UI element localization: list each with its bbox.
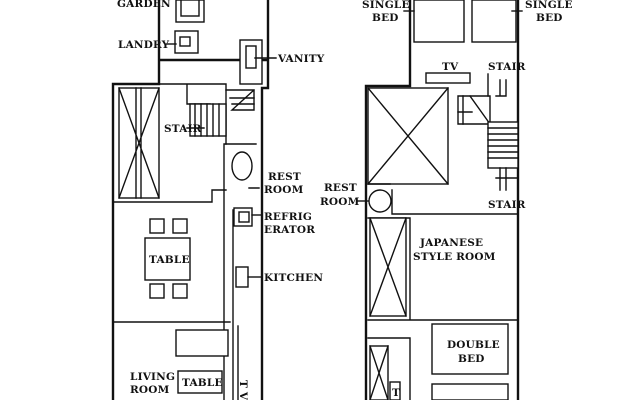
upper-stair-bottom-label: STAIR bbox=[488, 199, 526, 211]
kitchen-stove bbox=[235, 266, 249, 288]
upper-floor-closet-cross bbox=[367, 87, 449, 185]
ground-floor-toilet bbox=[231, 151, 253, 181]
rest-room-label-line2: ROOM bbox=[264, 184, 304, 196]
laundry-machine-inner bbox=[179, 36, 191, 47]
living-room-table bbox=[177, 370, 223, 394]
dining-chair bbox=[172, 283, 188, 299]
rest-room-label-line1: REST bbox=[268, 171, 301, 183]
dining-chair bbox=[149, 218, 165, 234]
garden-fixture-inner bbox=[180, 0, 200, 17]
vanity-label: VANITY bbox=[277, 53, 325, 65]
living-room-sofa bbox=[175, 329, 229, 357]
ground-floor-stair bbox=[186, 89, 255, 137]
garden-label: GARDEN bbox=[117, 0, 171, 10]
rest-room-door bbox=[225, 143, 260, 189]
japanese-room-label-line1: JAPANESE bbox=[419, 237, 483, 249]
laundry-label: LANDRY bbox=[118, 39, 170, 51]
living-room-label-line1: LIVING bbox=[130, 371, 175, 383]
dining-table-label: TABLE bbox=[149, 254, 190, 266]
upper-tv-label: TV bbox=[442, 61, 459, 73]
upper-rest-room-label-line2: ROOM bbox=[320, 196, 360, 208]
dining-chair bbox=[149, 283, 165, 299]
upper-rest-room-label-line1: REST bbox=[324, 182, 357, 194]
refrigerator-label-line1: REFRIG bbox=[264, 211, 312, 223]
ground-floor-outer-wall bbox=[111, 0, 270, 400]
refrigerator-inner bbox=[238, 211, 250, 223]
japanese-room-closet-cross bbox=[369, 217, 407, 317]
single-bed-right-label-line1: SINGLE bbox=[525, 0, 573, 11]
ground-floor-closet-cross bbox=[118, 87, 160, 199]
upper-floor-stair bbox=[457, 73, 519, 191]
bottom-dresser bbox=[431, 383, 509, 400]
upper-stair-top-label: STAIR bbox=[488, 61, 526, 73]
single-bed-right-label-line2: BED bbox=[536, 12, 563, 24]
dining-table bbox=[144, 237, 191, 281]
single-bed-left-label-line2: BED bbox=[372, 12, 399, 24]
ground-tv-label: T V bbox=[237, 380, 249, 400]
single-bed-right bbox=[471, 0, 517, 43]
upper-floor-plan: SINGLE BED SINGLE BED TV STAIR STAIR RES… bbox=[320, 0, 573, 400]
bottom-closet-cross bbox=[369, 345, 389, 400]
upper-floor-toilet bbox=[368, 189, 392, 213]
single-bed-left bbox=[413, 0, 465, 43]
kitchen-label: KITCHEN bbox=[264, 272, 323, 284]
refrigerator-label-line2: ERATOR bbox=[264, 224, 315, 236]
japanese-room-label-line2: STYLE ROOM bbox=[413, 251, 496, 263]
ground-floor-plan: GARDEN LANDRY VANITY STAIR REST ROOM REF… bbox=[111, 0, 325, 400]
double-bed bbox=[431, 323, 509, 375]
double-bed-label-line1: DOUBLE bbox=[447, 339, 500, 351]
bottom-tv bbox=[389, 381, 401, 400]
single-bed-left-label-line1: SINGLE bbox=[362, 0, 410, 11]
living-table-label: TABLE bbox=[182, 377, 223, 389]
upper-floor-outer-wall bbox=[364, 0, 520, 400]
living-room-label-line2: ROOM bbox=[130, 384, 170, 396]
vanity-sink bbox=[245, 45, 257, 69]
upper-tv bbox=[425, 72, 471, 84]
dining-chair bbox=[172, 218, 188, 234]
stair-label: STAIR bbox=[164, 123, 202, 135]
bottom-tv-label: T bbox=[392, 387, 400, 399]
double-bed-label-line2: BED bbox=[458, 353, 485, 365]
